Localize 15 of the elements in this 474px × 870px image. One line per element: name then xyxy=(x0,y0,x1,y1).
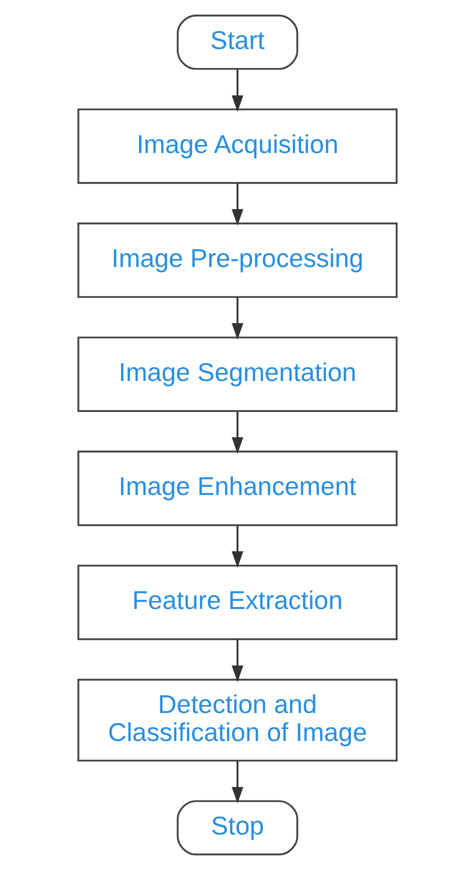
arrow xyxy=(231,184,243,226)
node-box: Stop xyxy=(176,800,298,856)
arrow xyxy=(231,69,243,112)
arrow xyxy=(231,298,243,340)
arrow xyxy=(231,526,243,568)
node-box: Image Enhancement xyxy=(76,450,398,526)
node-box: Start xyxy=(176,14,298,70)
node-box: Image Segmentation xyxy=(76,336,398,412)
node-box: Feature Extraction xyxy=(76,564,398,640)
arrow xyxy=(231,640,243,682)
arrow xyxy=(231,412,243,454)
node-box: Image Pre-processing xyxy=(76,222,398,298)
arrow xyxy=(231,760,243,804)
node-box: Image Acquisition xyxy=(76,108,398,184)
node-box: Detection and Classification of Image xyxy=(76,678,398,762)
